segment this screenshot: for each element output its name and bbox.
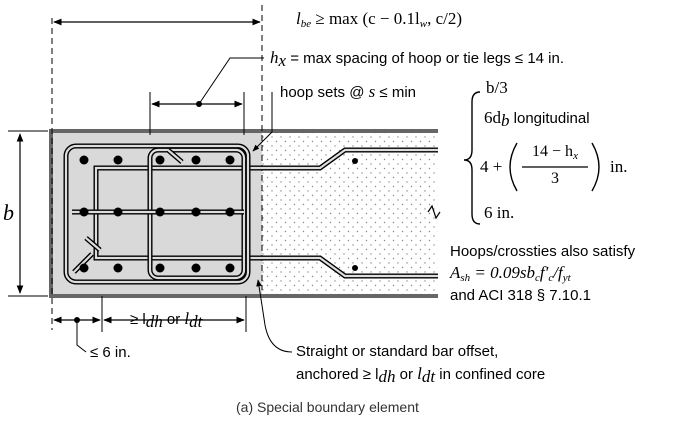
spacing-fraction-num: 14 − hx: [532, 143, 578, 162]
hoops-note-line2: Ash = 0.09sbcf′c/fyt: [450, 263, 571, 284]
spacing-fraction-den: 3: [551, 170, 559, 187]
hx-leader: [198, 57, 264, 105]
spacing-6in: 6 in.: [484, 203, 515, 222]
straight-leader: [256, 279, 293, 353]
break-mark: [427, 204, 441, 220]
hoop-sets-label: hoop sets @ s ≤ min: [280, 82, 416, 101]
six-in-label: ≤ 6 in.: [90, 344, 131, 361]
wall-web: [262, 132, 438, 295]
spacing-brace: [463, 91, 481, 225]
six-leader: [76, 320, 87, 353]
straight-line2: anchored ≥ ldh or ldt in confined core: [296, 364, 546, 386]
hoops-note-line1: Hoops/crossties also satisfy: [450, 243, 636, 260]
ldh-label: ≥ ldh or ldt: [130, 309, 203, 331]
longitudinal-bars: [79, 155, 358, 273]
hoop-leader: [252, 92, 273, 152]
hoops-note-line3: and ACI 318 § 7.10.1: [450, 287, 591, 304]
spacing-b3: b/3: [486, 78, 508, 97]
hx-label: hx = max spacing of hoop or tie legs ≤ 1…: [270, 48, 565, 70]
b-label: b: [3, 200, 14, 225]
spacing-6db: 6db longitudinal: [484, 108, 590, 130]
figure-caption: (a) Special boundary element: [236, 399, 419, 415]
spacing-in: in.: [610, 157, 628, 176]
lbe-label: lbe ≥ max (c − 0.1lw, c/2): [296, 9, 463, 30]
spacing-4plus: 4 +: [480, 157, 503, 176]
straight-line1: Straight or standard bar offset,: [296, 343, 499, 360]
